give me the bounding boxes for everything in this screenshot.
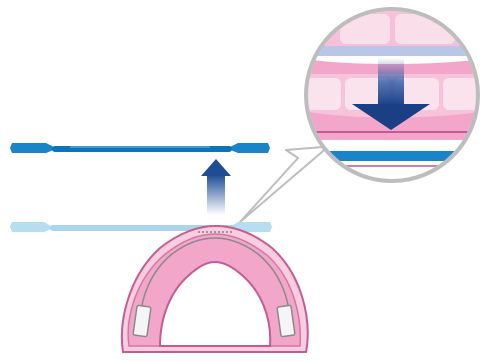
raised-strip — [10, 143, 270, 153]
zoom-callout — [300, 0, 487, 200]
up-arrow — [201, 159, 231, 215]
mouthguard-tray — [122, 226, 308, 352]
